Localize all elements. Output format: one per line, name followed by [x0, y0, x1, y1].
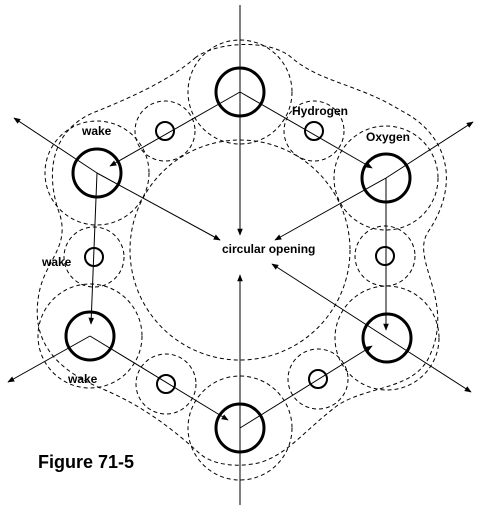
label-hydrogen: Hydrogen — [292, 104, 349, 118]
label-wake-mid: wake — [42, 255, 72, 269]
label-circular-opening: circular opening — [222, 242, 316, 256]
label-oxygen: Oxygen — [366, 130, 411, 144]
label-wake-bottom: wake — [68, 372, 98, 386]
oxygen-boundaries — [37, 39, 440, 481]
figure-caption: Figure 71-5 — [38, 452, 135, 472]
central-dashed-circle — [129, 139, 351, 361]
arrows — [7, 5, 474, 505]
hydrogen-boundaries — [63, 100, 416, 415]
label-wake-top: wake — [82, 124, 112, 138]
